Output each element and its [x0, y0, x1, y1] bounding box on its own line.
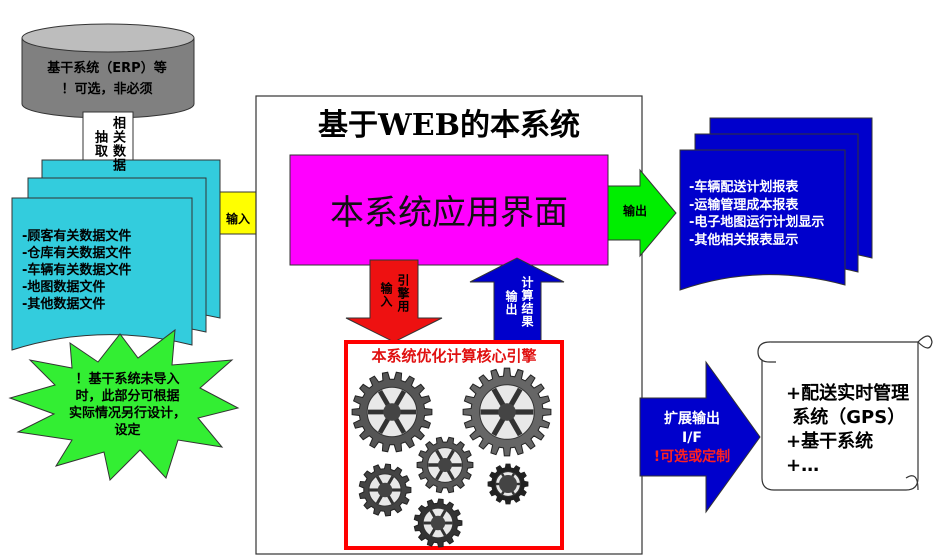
data-file-item: -其他数据文件 — [22, 297, 106, 312]
reports-list: -车辆配送计划报表 -运输管理成本报表 -电子地图运行计划显示 -其他相关报表显… — [689, 179, 824, 249]
extension-scroll — [757, 335, 933, 491]
starburst-note: ！基干系统未导入 时，此部分可根据 实际情况另行设计， 设定 — [40, 371, 215, 439]
data-files-list: -顾客有关数据文件 -仓库有关数据文件 -车辆有关数据文件 -地图数据文件 -其… — [22, 228, 131, 313]
report-item: -运输管理成本报表 — [689, 197, 799, 213]
report-item: -其他相关报表显示 — [689, 232, 799, 248]
gear-icon — [487, 463, 529, 505]
scroll-item: +… — [786, 455, 820, 476]
gear-icon — [351, 371, 433, 453]
extract-label-1: 抽取 — [92, 130, 107, 158]
report-item: -电子地图运行计划显示 — [689, 215, 825, 230]
gear-icon — [462, 367, 552, 457]
output-arrow-label: 输出 — [623, 204, 648, 218]
engine-output-arrow — [469, 257, 565, 342]
extension-arrow — [639, 360, 761, 514]
scroll-item: +基干系统 — [786, 431, 874, 452]
data-file-item: -仓库有关数据文件 — [22, 246, 132, 261]
page-title: 基于WEB的本系统 — [318, 108, 580, 143]
report-item: -车辆配送计划报表 — [689, 180, 799, 195]
extension-line-3: !可选或定制 — [653, 449, 731, 465]
data-file-item: -地图数据文件 — [22, 280, 106, 295]
extension-line-2: I/F — [682, 430, 702, 446]
gear-icon — [413, 498, 463, 548]
app-interface-label: 本系统应用界面 — [330, 193, 568, 233]
output-arrow — [607, 168, 677, 258]
data-files-stack — [11, 159, 221, 351]
note-line: 时，此部分可根据 — [75, 389, 180, 404]
engine-output-label-2: 计算结果 — [520, 276, 534, 328]
database-label: 基干系统（ERP）等 ！可选，非必须 — [22, 58, 192, 100]
input-arrow-label: 输入 — [226, 212, 251, 226]
note-line: ！基干系统未导入 — [75, 372, 180, 387]
scroll-list: +配送实时管理 系统（GPS） +基干系统 +… — [786, 382, 909, 478]
extension-line-1: 扩展输出 — [664, 411, 720, 427]
engine-input-label-1: 输入 — [379, 282, 393, 308]
engine-input-label-2: 引擎用 — [396, 274, 410, 313]
reports-stack — [679, 117, 873, 291]
core-engine-title: 本系统优化计算核心引擎 — [371, 347, 537, 365]
extract-label-2: 相关数据 — [110, 116, 125, 172]
note-starburst — [8, 328, 240, 482]
database-line-1: 基干系统（ERP）等 — [47, 61, 167, 76]
database-line-2: ！可选，非必须 — [61, 82, 153, 97]
note-line: 实际情况另行设计， — [68, 406, 186, 421]
gears-illustration — [351, 367, 552, 548]
scroll-item: 系统（GPS） — [786, 407, 906, 428]
engine-input-arrow — [345, 259, 443, 343]
extension-label: 扩展输出 I/F !可选或定制 — [640, 410, 744, 467]
app-interface-box — [289, 154, 609, 266]
note-line: 设定 — [114, 423, 141, 438]
scroll-item: +配送实时管理 — [786, 383, 910, 404]
database-cylinder — [21, 23, 195, 119]
gear-icon — [416, 436, 474, 494]
gear-icon — [358, 463, 412, 517]
data-file-item: -顾客有关数据文件 — [22, 229, 132, 244]
engine-output-label-1: 输出 — [504, 290, 518, 316]
data-file-item: -车辆有关数据文件 — [22, 263, 132, 278]
